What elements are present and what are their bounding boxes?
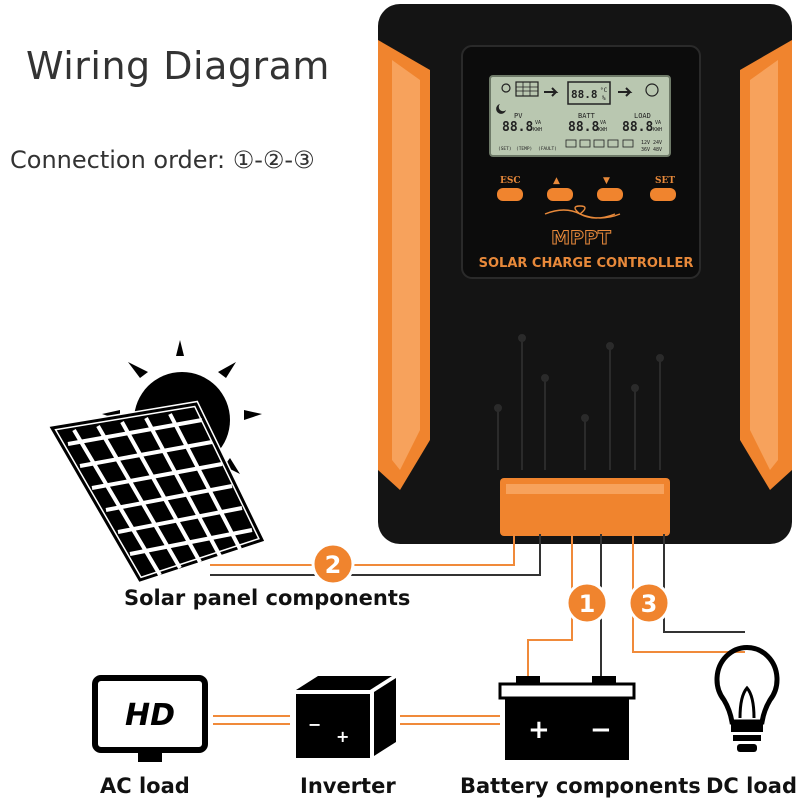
ac-load-label: AC load <box>100 774 190 798</box>
set-button[interactable] <box>650 188 676 201</box>
esc-button[interactable] <box>497 188 523 201</box>
step-markers: 2 1 3 <box>311 542 671 625</box>
lcd-voltages-bottom: 36V 48V <box>641 147 662 153</box>
set-button-label: SET <box>655 176 675 186</box>
step-label-1: 1 <box>579 590 596 618</box>
lcd-fault-label: (FAULT) <box>538 146 557 152</box>
battery-minus: − <box>590 715 612 745</box>
inverter-icon: − + <box>296 676 396 758</box>
step-label-2: 2 <box>325 551 342 579</box>
dc-load-label: DC load <box>706 774 797 798</box>
lcd-unit-va-3: VA <box>655 120 661 126</box>
lcd-batt-readout: 88.8 <box>568 120 599 135</box>
solar-positive-wire <box>210 534 515 566</box>
controller-name: SOLAR CHARGE CONTROLLER <box>479 256 694 271</box>
ac-load-wire <box>213 715 290 725</box>
up-button[interactable] <box>547 188 573 201</box>
down-button[interactable] <box>597 188 623 201</box>
lcd-sun-icon <box>501 83 511 93</box>
battery-plus: + <box>528 715 550 745</box>
page-title: Wiring Diagram <box>26 44 330 88</box>
bulb-icon <box>714 645 780 752</box>
lcd-batt-label: BATT <box>578 112 596 120</box>
inverter-plus: + <box>336 727 349 746</box>
inverter-minus: − <box>308 715 321 734</box>
brand-mppt: MPPT <box>551 227 611 249</box>
battery-label: Battery components <box>460 774 701 798</box>
inverter-label: Inverter <box>300 774 396 798</box>
lcd-battery-readout: 88.8 <box>571 88 598 101</box>
tv-icon: HD <box>92 675 208 762</box>
lcd-pv-label: PV <box>514 112 523 120</box>
lcd-battery-icon <box>567 81 611 105</box>
up-button-label: ▲ <box>553 176 560 186</box>
step-marker-1 <box>565 581 609 625</box>
load-negative-wire <box>663 534 745 633</box>
lcd-bulb-icon <box>645 83 659 97</box>
lcd-pv-readout: 88.8 <box>502 120 533 135</box>
lcd-load-readout: 88.8 <box>622 120 653 135</box>
lcd-unit-kwh-1: KWH <box>533 127 542 133</box>
lcd-load-label: LOAD <box>634 112 651 120</box>
lcd-unit-va-2: VA <box>600 120 606 126</box>
lcd-moon-icon <box>496 104 506 114</box>
down-button-label: ▼ <box>603 176 610 186</box>
solar-panel-icon <box>47 400 267 584</box>
step-marker-3 <box>627 581 671 625</box>
lcd-arrow-icon <box>544 87 559 97</box>
tv-hd-text: HD <box>125 698 175 733</box>
battery-icon: + − <box>498 676 636 760</box>
lcd-unit-temp: °C <box>600 87 608 94</box>
battery-positive-wire <box>527 534 573 676</box>
lcd-unit-kwh-2: KWH <box>598 127 607 133</box>
inverter-wire <box>400 715 500 725</box>
lcd-temp-label: (TEMP) <box>516 146 532 152</box>
step-marker-2 <box>311 542 355 586</box>
lcd-unit-pct: % <box>602 95 606 102</box>
lcd-unit-va-1: VA <box>535 120 541 126</box>
lcd-voltages-top: 12V 24V <box>641 140 662 146</box>
esc-button-label: ESC <box>500 176 521 186</box>
step-label-3: 3 <box>641 590 658 618</box>
lcd-panel-icon <box>515 81 539 97</box>
load-positive-wire <box>632 534 745 653</box>
controller-buttons: ESC ▲ ▼ SET <box>497 176 676 201</box>
lcd-set-label: (SET) <box>498 146 512 152</box>
wires <box>210 534 745 725</box>
solar-panel-label: Solar panel components <box>124 586 411 610</box>
lcd-screen: PV BATT LOAD 88.8 88.8 88.8 88.8 VA KWH … <box>489 75 671 157</box>
connection-order-subtitle: Connection order: ①-②-③ <box>10 146 315 174</box>
ornament-flourish <box>544 205 621 219</box>
lcd-unit-kwh-3: KWH <box>653 127 662 133</box>
